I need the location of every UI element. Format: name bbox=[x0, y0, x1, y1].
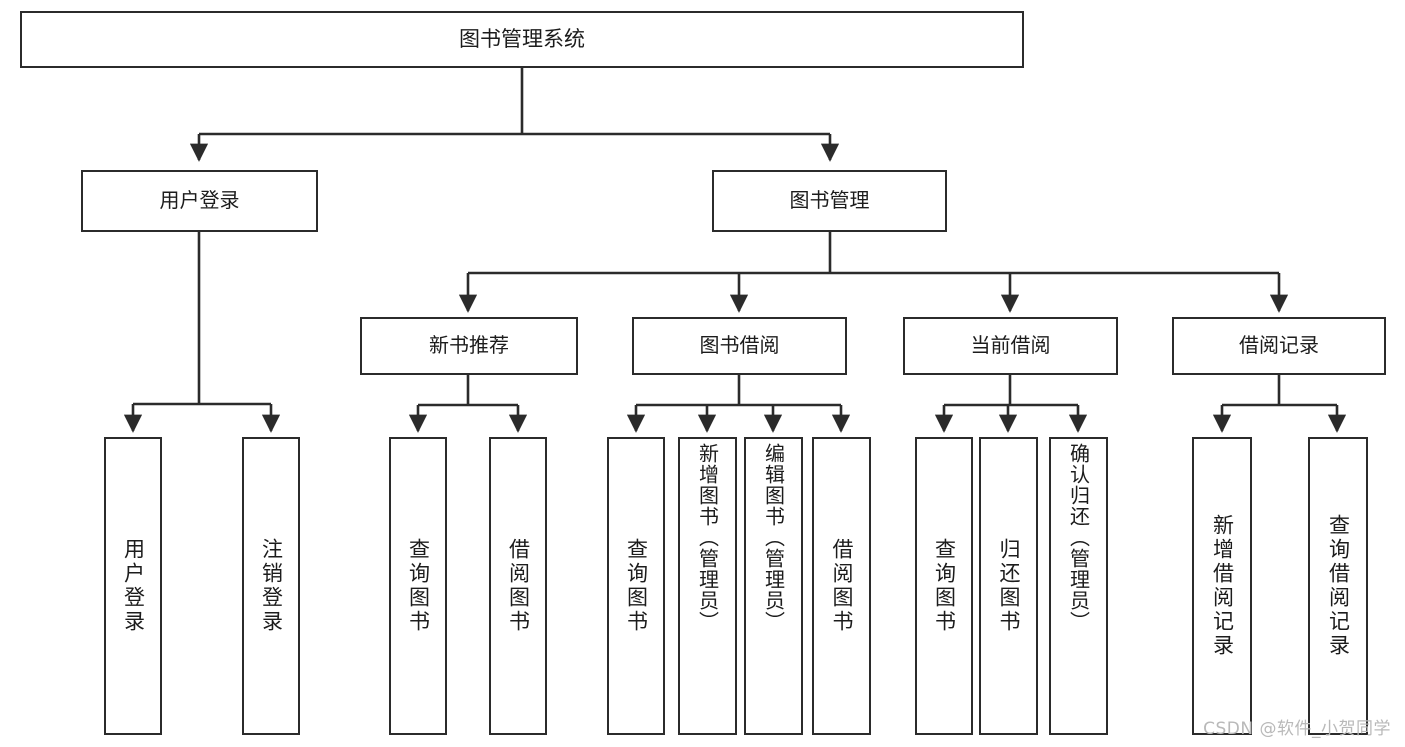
leaf-borrow-book-1-label: 借阅图书 bbox=[506, 538, 531, 634]
leaf-edit-book[interactable]: 编辑图书（管理员） bbox=[744, 437, 803, 735]
node-book-borrow[interactable]: 图书借阅 bbox=[632, 317, 847, 375]
leaf-add-book-label: 新增图书（管理员） bbox=[695, 443, 720, 632]
leaf-add-record-label: 新增借阅记录 bbox=[1210, 514, 1235, 658]
node-user-login[interactable]: 用户登录 bbox=[81, 170, 318, 232]
node-current-borrow-label: 当前借阅 bbox=[970, 333, 1051, 358]
leaf-return-book[interactable]: 归还图书 bbox=[979, 437, 1038, 735]
csdn-watermark: CSDN @软件_小贺同学 bbox=[1203, 719, 1391, 739]
leaf-borrow-book-2-label: 借阅图书 bbox=[830, 538, 854, 634]
leaf-user-logout[interactable]: 注销登录 bbox=[242, 437, 300, 735]
node-root[interactable]: 图书管理系统 bbox=[20, 11, 1024, 68]
leaf-return-book-label: 归还图书 bbox=[997, 538, 1021, 634]
leaf-query-record-label: 查询借阅记录 bbox=[1326, 514, 1351, 658]
leaf-confirm-return-label: 确认归还（管理员） bbox=[1066, 443, 1091, 632]
leaf-confirm-return[interactable]: 确认归还（管理员） bbox=[1049, 437, 1108, 735]
node-root-label: 图书管理系统 bbox=[459, 27, 585, 52]
leaf-query-book-1[interactable]: 查询图书 bbox=[389, 437, 447, 735]
leaf-query-book-2[interactable]: 查询图书 bbox=[607, 437, 665, 735]
node-book-borrow-label: 图书借阅 bbox=[699, 333, 780, 358]
leaf-query-book-3[interactable]: 查询图书 bbox=[915, 437, 973, 735]
leaf-query-book-2-label: 查询图书 bbox=[624, 538, 649, 634]
leaf-user-login[interactable]: 用户登录 bbox=[104, 437, 162, 735]
leaf-query-book-3-label: 查询图书 bbox=[932, 538, 957, 634]
node-book-manage-label: 图书管理 bbox=[789, 188, 870, 213]
leaf-query-book-1-label: 查询图书 bbox=[406, 538, 431, 634]
node-borrow-record-label: 借阅记录 bbox=[1239, 333, 1319, 358]
leaf-borrow-book-2[interactable]: 借阅图书 bbox=[812, 437, 871, 735]
node-new-book-rec-label: 新书推荐 bbox=[429, 333, 509, 358]
leaf-user-login-label: 用户登录 bbox=[121, 538, 146, 634]
leaf-user-logout-label: 注销登录 bbox=[259, 538, 284, 634]
node-borrow-record[interactable]: 借阅记录 bbox=[1172, 317, 1386, 375]
leaf-add-book[interactable]: 新增图书（管理员） bbox=[678, 437, 737, 735]
node-book-manage[interactable]: 图书管理 bbox=[712, 170, 947, 232]
leaf-add-record[interactable]: 新增借阅记录 bbox=[1192, 437, 1252, 735]
node-new-book-rec[interactable]: 新书推荐 bbox=[360, 317, 578, 375]
leaf-borrow-book-1[interactable]: 借阅图书 bbox=[489, 437, 547, 735]
node-current-borrow[interactable]: 当前借阅 bbox=[903, 317, 1118, 375]
leaf-edit-book-label: 编辑图书（管理员） bbox=[761, 443, 786, 632]
leaf-query-record[interactable]: 查询借阅记录 bbox=[1308, 437, 1368, 735]
node-user-login-label: 用户登录 bbox=[159, 188, 240, 213]
